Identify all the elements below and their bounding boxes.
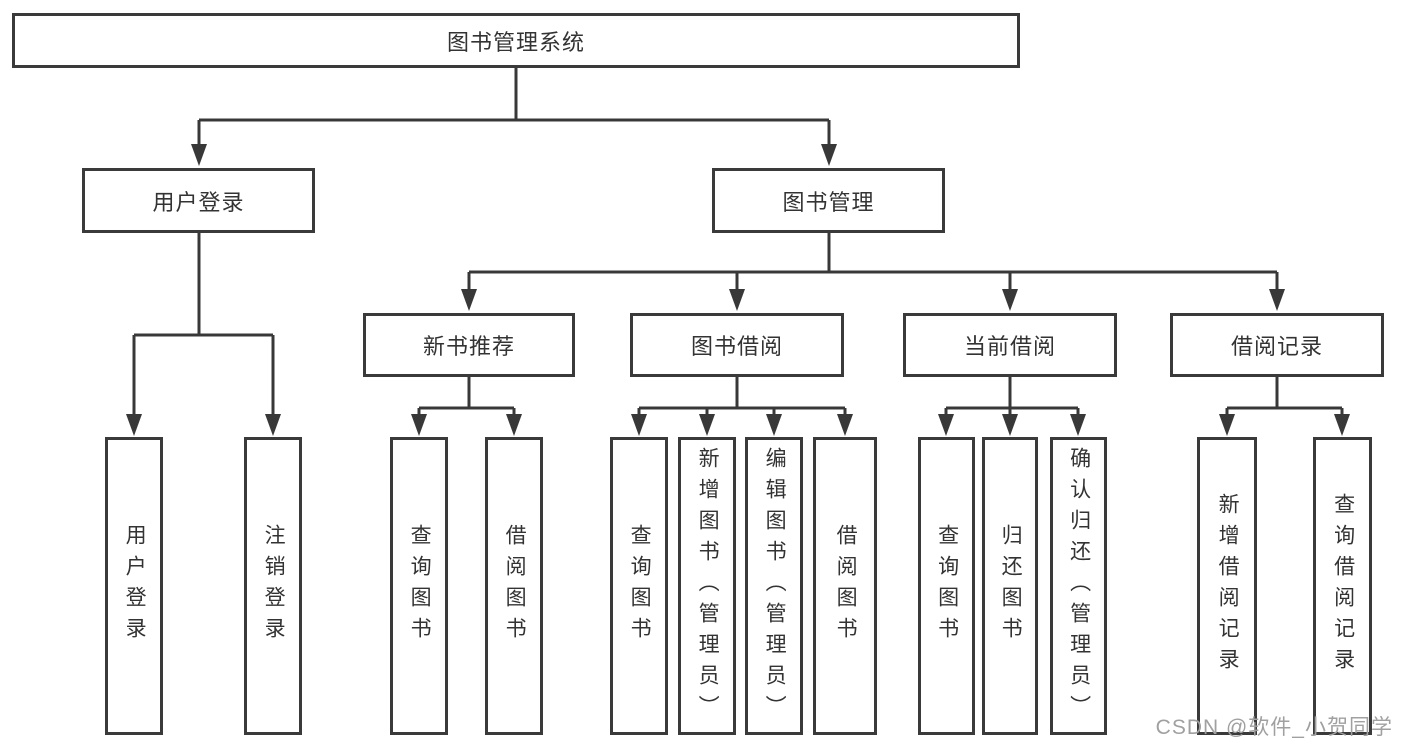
leaf-edit-book-admin: 编辑图书（管理员） (745, 437, 803, 735)
leaf-add-borrow-record: 新增借阅记录 (1197, 437, 1257, 735)
node-current-borrow: 当前借阅 (903, 313, 1117, 377)
node-label: 归还图书 (999, 524, 1023, 648)
connector-book-management-branch (467, 233, 1279, 293)
node-label: 查询图书 (935, 524, 959, 648)
leaf-borrow-books-recommend: 借阅图书 (485, 437, 543, 735)
node-label: 新书推荐 (422, 334, 515, 359)
node-label: 新增借阅记录 (1216, 493, 1240, 679)
node-label: 确认归还（管理员） (1067, 446, 1091, 726)
connector-root-branch (197, 68, 831, 148)
node-label: 查询图书 (628, 524, 652, 648)
node-label: 查询借阅记录 (1331, 493, 1355, 679)
leaf-query-books-current: 查询图书 (918, 437, 975, 735)
arrowhead-icons (126, 144, 1350, 436)
node-label: 查询图书 (408, 524, 432, 648)
leaf-query-books-recommend: 查询图书 (390, 437, 448, 735)
leaf-confirm-return-admin: 确认归还（管理员） (1050, 437, 1107, 735)
node-label: 用户登录 (152, 189, 245, 215)
node-new-book-recommend: 新书推荐 (363, 313, 575, 377)
node-label: 图书管理 (782, 189, 875, 215)
leaf-borrow-books-borrow: 借阅图书 (813, 437, 877, 735)
connector-book-borrow-branch (637, 377, 847, 417)
node-book-borrow: 图书借阅 (630, 313, 844, 377)
node-label: 借阅记录 (1230, 334, 1323, 359)
node-library-management-system: 图书管理系统 (12, 13, 1020, 68)
node-label: 编辑图书（管理员） (763, 446, 787, 726)
leaf-query-books-borrow: 查询图书 (610, 437, 668, 735)
node-label: 借阅图书 (834, 524, 858, 648)
connector-current-borrow-branch (944, 377, 1080, 417)
connector-new-book-branch (417, 377, 516, 417)
node-label: 借阅图书 (503, 524, 527, 648)
node-book-management: 图书管理 (712, 168, 945, 233)
node-borrow-records: 借阅记录 (1170, 313, 1384, 377)
node-label: 注销登录 (262, 524, 286, 648)
connector-user-login-branch (132, 233, 275, 417)
node-label: 用户登录 (123, 524, 147, 648)
leaf-logout: 注销登录 (244, 437, 302, 735)
node-user-login: 用户登录 (82, 168, 315, 233)
leaf-user-login: 用户登录 (105, 437, 163, 735)
leaf-query-borrow-record: 查询借阅记录 (1313, 437, 1372, 735)
node-label: 图书借阅 (690, 334, 783, 359)
leaf-return-book: 归还图书 (982, 437, 1038, 735)
node-label: 当前借阅 (963, 334, 1056, 359)
node-label: 新增图书（管理员） (696, 446, 720, 726)
watermark: CSDN @软件_小贺同学 (1155, 716, 1393, 739)
leaf-add-book-admin: 新增图书（管理员） (678, 437, 736, 735)
connector-borrow-record-branch (1225, 377, 1344, 417)
node-label: 图书管理系统 (446, 29, 585, 55)
